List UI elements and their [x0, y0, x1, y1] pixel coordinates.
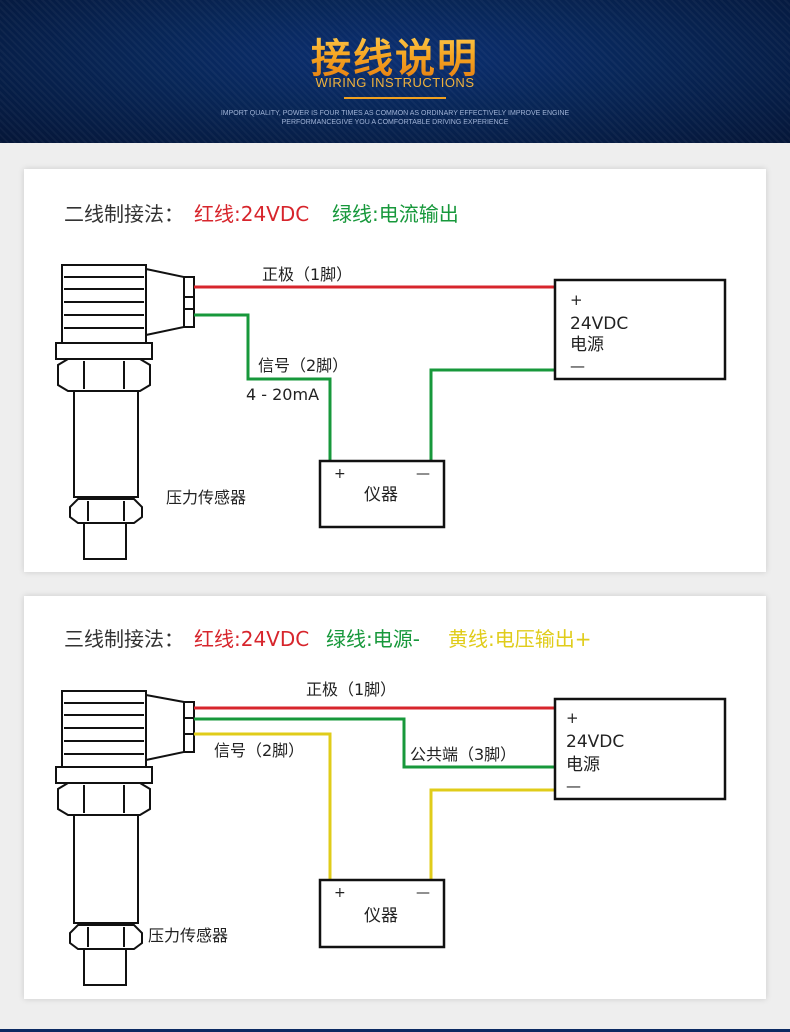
power-supply-box: + 24VDC 电源 —: [553, 278, 727, 381]
pressure-sensor-icon: [55, 264, 195, 560]
meter-name: 仪器: [364, 485, 398, 505]
green-common-wire: [194, 717, 554, 769]
header-subtitle: WIRING INSTRUCTIONS: [315, 75, 475, 90]
meter-minus-terminal: —: [416, 885, 430, 901]
two-wire-method-title: 二线制接法：: [64, 202, 184, 226]
header-banner: 接线说明 WIRING INSTRUCTIONS IMPORT QUALITY,…: [0, 0, 790, 143]
yellow-return-wire: [429, 788, 554, 880]
power-voltage: 24VDC: [566, 732, 624, 752]
positive-pin-label: 正极（1脚）: [262, 265, 352, 284]
signal-pin-label: 信号（2脚）: [214, 741, 304, 760]
positive-pin-label: 正极（1脚）: [306, 680, 396, 699]
three-wire-red-legend: 红线:24VDC: [194, 627, 309, 651]
power-plus-terminal: +: [566, 709, 579, 727]
signal-pin-label: 信号（2脚）: [258, 356, 348, 375]
green-signal-wire: [194, 313, 332, 461]
power-voltage: 24VDC: [570, 314, 628, 334]
sensor-label: 压力传感器: [148, 926, 228, 945]
power-supply-box: + 24VDC 电源 —: [553, 697, 727, 801]
signal-range-label: 4 - 20mA: [246, 385, 319, 404]
power-plus-terminal: +: [570, 291, 583, 309]
header-tagline-line-1: IMPORT QUALITY, POWER IS FOUR TIMES AS C…: [220, 110, 570, 117]
yellow-signal-wire: [194, 732, 332, 880]
power-minus-terminal: —: [566, 777, 581, 795]
power-minus-terminal: —: [570, 357, 585, 375]
three-wire-panel: 三线制接法： 红线:24VDC 绿线:电源- 黄线:电压输出+: [24, 596, 766, 999]
meter-name: 仪器: [364, 906, 398, 926]
sensor-label: 压力传感器: [166, 488, 246, 507]
meter-box: + — 仪器: [318, 878, 446, 949]
header-title: 接线说明: [0, 26, 790, 84]
footer-bar: [0, 1029, 790, 1032]
pressure-sensor-icon: [55, 690, 195, 986]
common-pin-label: 公共端（3脚）: [410, 745, 516, 764]
meter-box: + — 仪器: [318, 459, 446, 529]
three-wire-method-title: 三线制接法：: [64, 627, 184, 651]
two-wire-red-legend: 红线:24VDC: [194, 202, 309, 226]
three-wire-green-legend: 绿线:电源-: [326, 627, 420, 651]
meter-plus-terminal: +: [334, 885, 346, 901]
two-wire-green-legend: 绿线:电流输出: [332, 202, 459, 226]
header-tagline-line-2: PERFORMANCEGIVE YOU A COMFORTABLE DRIVIN…: [281, 119, 509, 126]
header-tagline: IMPORT QUALITY, POWER IS FOUR TIMES AS C…: [0, 109, 790, 127]
meter-plus-terminal: +: [334, 466, 346, 482]
two-wire-panel: 二线制接法： 红线:24VDC 绿线:电流输出: [24, 169, 766, 572]
power-name: 电源: [566, 755, 600, 775]
meter-minus-terminal: —: [416, 466, 430, 482]
three-wire-yellow-legend: 黄线:电压输出+: [448, 627, 592, 651]
three-wire-diagram: 三线制接法： 红线:24VDC 绿线:电源- 黄线:电压输出+: [55, 627, 727, 986]
green-return-wire: [429, 368, 554, 461]
power-name: 电源: [570, 335, 604, 355]
two-wire-diagram: 二线制接法： 红线:24VDC 绿线:电流输出: [55, 202, 727, 560]
header-underline: [344, 97, 446, 99]
